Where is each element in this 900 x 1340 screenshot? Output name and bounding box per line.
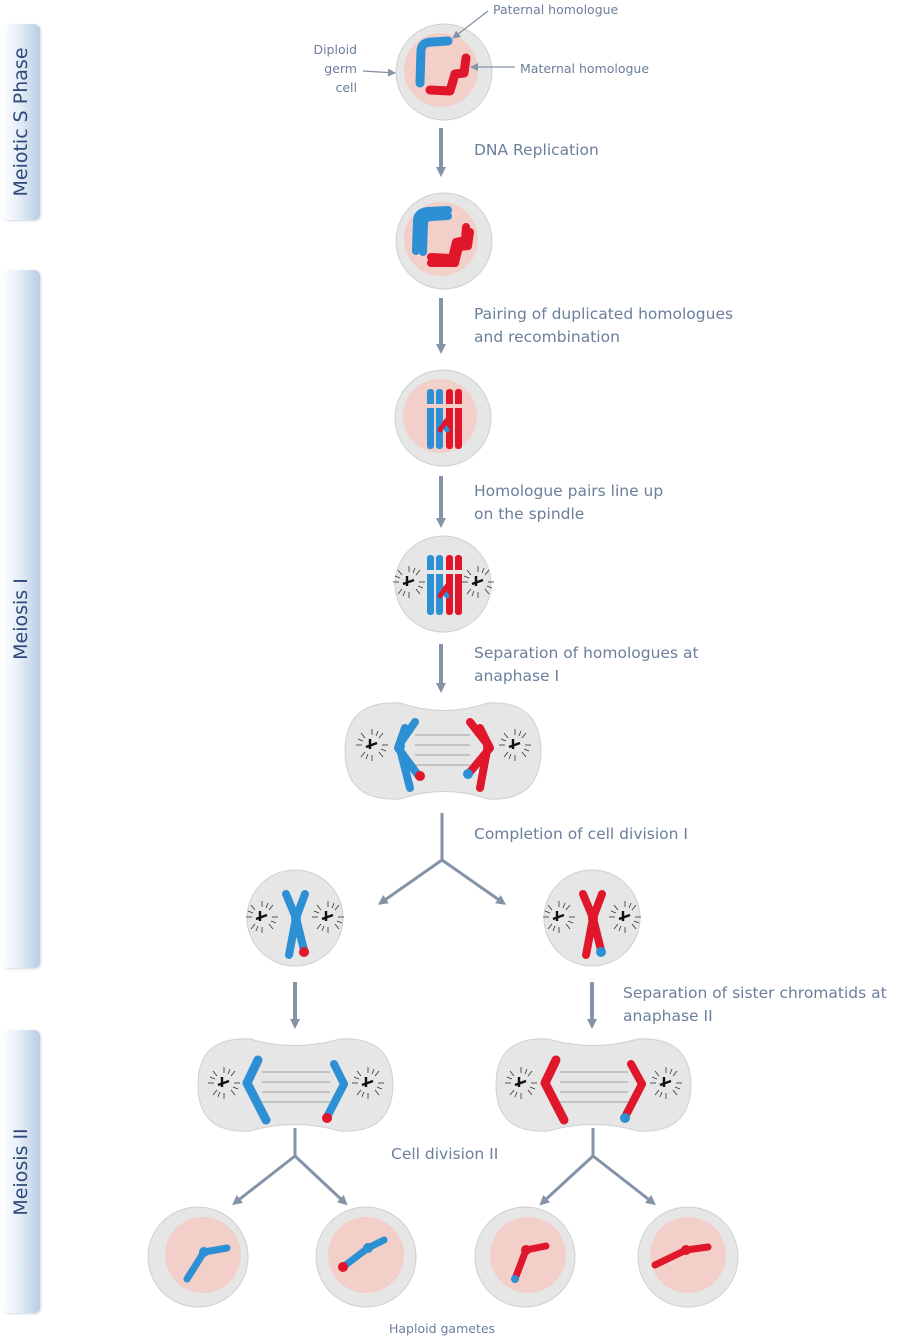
diploid-label-line3: cell bbox=[335, 80, 357, 95]
step-completion1: Completion of cell division I bbox=[474, 825, 688, 843]
gamete-3 bbox=[474, 1206, 576, 1308]
maternal-homologue-label: Maternal homologue bbox=[520, 61, 650, 76]
anaphase-2-cell-left bbox=[197, 1038, 394, 1132]
pairing-cell bbox=[394, 369, 492, 467]
phase-bar-meiosis-1: Meiosis I bbox=[2, 270, 40, 968]
step-pairing-line2: and recombination bbox=[474, 328, 620, 346]
step-separation2-line2: anaphase II bbox=[623, 1007, 713, 1025]
anaphase-2-cell-right bbox=[495, 1038, 692, 1132]
step-pairing-line1: Pairing of duplicated homologues bbox=[474, 305, 734, 323]
diploid-label-line1: Diploid bbox=[313, 42, 357, 57]
maternal-chromosome bbox=[425, 53, 471, 96]
diploid-label-line2: germ bbox=[324, 61, 357, 76]
replicated-cell bbox=[395, 192, 493, 290]
step-separation1-line1: Separation of homologues at bbox=[474, 644, 699, 662]
step-separation1-line2: anaphase I bbox=[474, 667, 560, 685]
phase-bar-meiosis-2: Meiosis II bbox=[2, 1030, 40, 1313]
diploid-germ-cell bbox=[395, 23, 493, 121]
daughter-cell-right bbox=[541, 869, 643, 967]
anaphase-1-cell bbox=[344, 702, 542, 800]
spindle-alignment-cell bbox=[391, 535, 496, 633]
step-lineup-line2: on the spindle bbox=[474, 505, 585, 523]
phase-bar-s-phase: Meiotic S Phase bbox=[2, 24, 40, 220]
step-separation2-line1: Separation of sister chromatids at bbox=[623, 984, 887, 1002]
paternal-chromosome bbox=[415, 36, 453, 88]
step-dna-replication: DNA Replication bbox=[474, 141, 599, 159]
daughter-cell-left bbox=[244, 869, 346, 967]
gamete-4 bbox=[637, 1206, 739, 1308]
paternal-homologue-label: Paternal homologue bbox=[493, 2, 619, 17]
haploid-gametes-label: Haploid gametes bbox=[389, 1321, 496, 1336]
step-cell-division-2: Cell division II bbox=[391, 1145, 499, 1163]
gamete-2 bbox=[315, 1206, 417, 1308]
gamete-1 bbox=[147, 1206, 249, 1308]
step-lineup-line1: Homologue pairs line up bbox=[474, 482, 664, 500]
